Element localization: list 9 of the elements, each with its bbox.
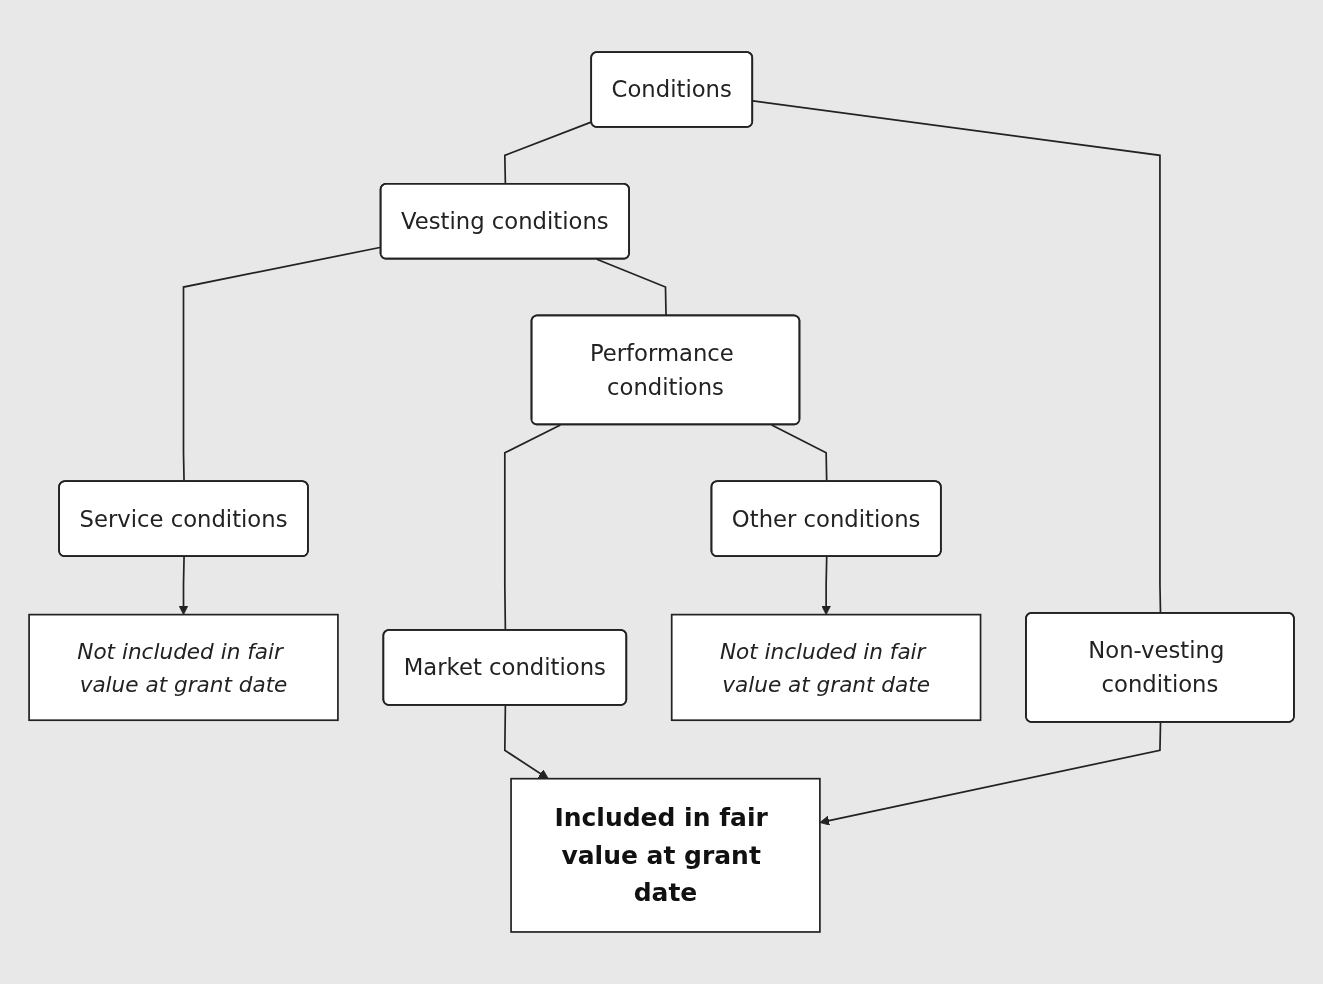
node-box: Included in fair value at grant date <box>510 777 821 933</box>
connector <box>595 258 667 317</box>
connector <box>770 424 828 483</box>
arrow <box>178 555 189 616</box>
arrow <box>503 704 549 780</box>
arrow <box>819 721 1162 826</box>
node-box: Not included in fair value at grant date <box>28 613 339 722</box>
node-box: Not included in fair value at grant date <box>670 613 982 722</box>
arrow <box>821 555 832 616</box>
